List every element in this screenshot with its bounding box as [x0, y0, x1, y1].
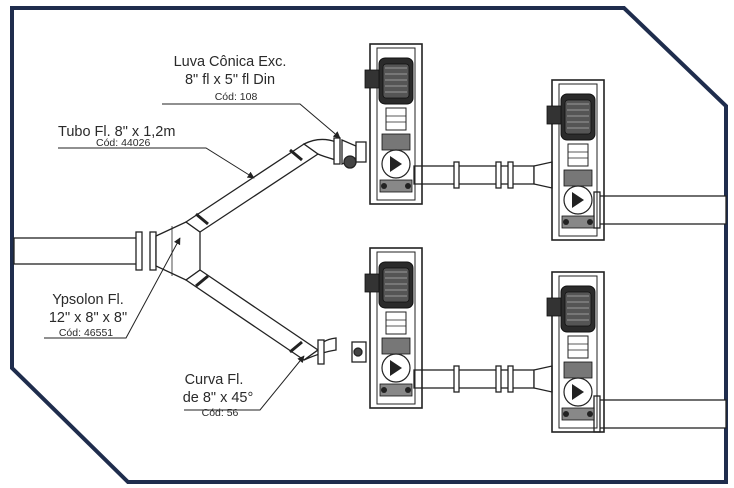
ypsolon-leader — [44, 237, 181, 339]
ypsolon-code: Cód: 46551 — [59, 327, 113, 339]
tubo-code: Cód: 44026 — [96, 137, 150, 149]
drawing-frame — [10, 6, 728, 484]
curva-label-line1: Curva Fl. — [185, 372, 244, 388]
luva-label-line1: Luva Cônica Exc. — [174, 54, 287, 70]
ypsolon-label-line2: 12" x 8" x 8" — [49, 310, 127, 326]
tubo-leader — [58, 147, 255, 179]
curva-label-line2: de 8" x 45° — [183, 390, 254, 406]
piping — [13, 137, 727, 433]
luva-label-line2: 8" fl x 5" fl Din — [185, 72, 275, 88]
curva-leader — [184, 355, 305, 411]
curva-code: Cód: 56 — [202, 407, 239, 419]
luva-code: Cód: 108 — [215, 91, 258, 103]
tubo-label: Tubo Fl. 8" x 1,2m — [58, 124, 175, 140]
ypsolon-label-line1: Ypsolon Fl. — [52, 292, 123, 308]
